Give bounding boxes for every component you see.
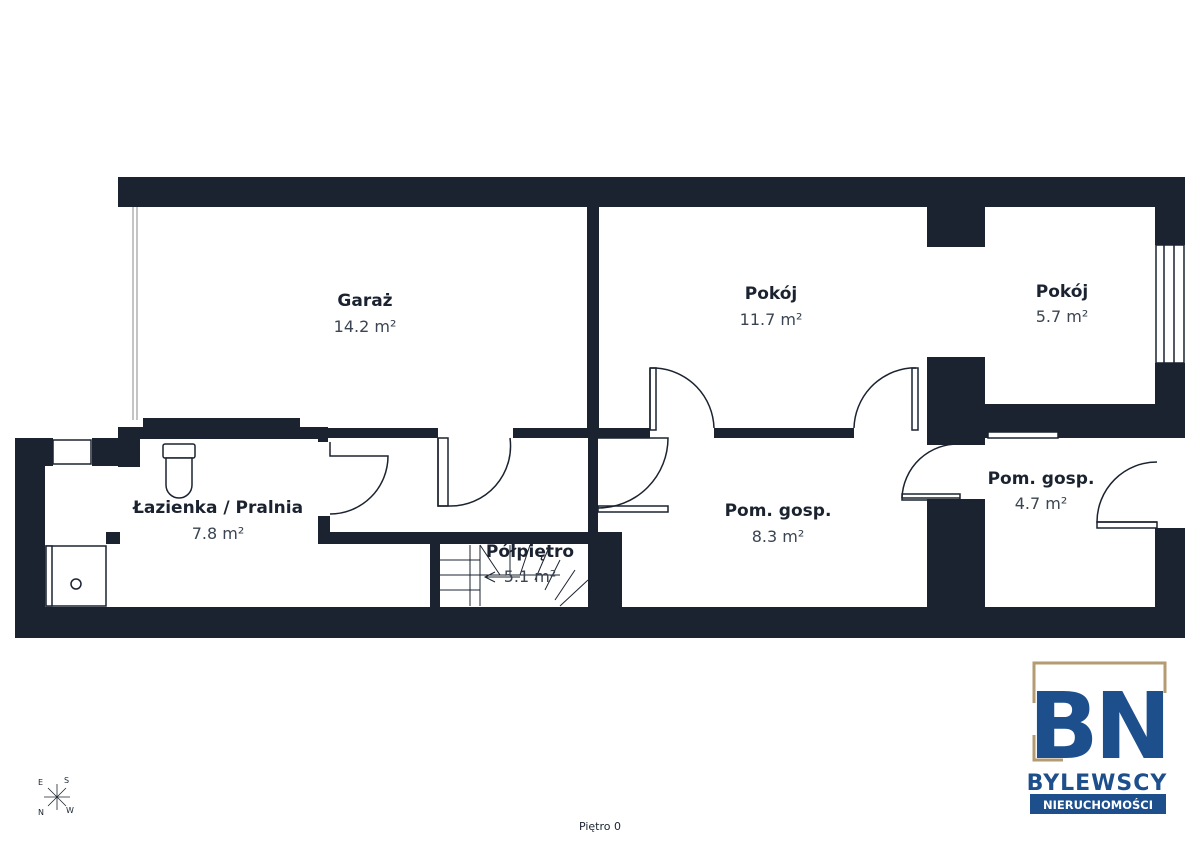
bath-window	[52, 439, 92, 465]
window	[1155, 244, 1185, 364]
room-name-polpietro: Półpiętro	[486, 542, 574, 562]
compass-s: S	[64, 776, 69, 785]
room-name-pokoj-1: Pokój	[745, 284, 798, 304]
room-name-lazienka: Łazienka / Pralnia	[132, 498, 303, 518]
logo-line2: NIERUCHOMOŚCI	[1043, 797, 1153, 812]
floor-label: Piętro 0	[578, 820, 622, 833]
stairs	[440, 544, 589, 607]
small-window	[987, 431, 1059, 439]
room-area-pom-gosp-2: 4.7 m²	[1015, 494, 1068, 513]
compass-n: N	[38, 808, 44, 817]
company-logo: BN BYLEWSCY NIERUCHOMOŚCI	[1027, 661, 1172, 814]
logo-gold-frame-bottom	[1032, 735, 1063, 762]
garage-door	[132, 207, 138, 420]
walls	[15, 177, 1185, 638]
room-labels: Garaż 14.2 m² Pokój 11.7 m² Pokój 5.7 m²…	[132, 282, 1094, 586]
compass-rose: E S N W	[38, 776, 74, 817]
room-area-polpietro: 5.1 m²	[504, 567, 557, 586]
shower	[45, 545, 107, 607]
room-area-garaz: 14.2 m²	[334, 317, 397, 336]
room-name-pokoj-2: Pokój	[1036, 282, 1089, 302]
room-area-pokoj-1: 11.7 m²	[740, 310, 803, 329]
room-area-pokoj-2: 5.7 m²	[1036, 307, 1089, 326]
logo-line1: BYLEWSCY	[1027, 771, 1168, 796]
logo-gold-frame	[1032, 661, 1167, 703]
shower-tray	[106, 532, 120, 544]
doors	[329, 367, 1158, 529]
compass-w: W	[66, 806, 74, 815]
logo-monogram: BN	[1028, 673, 1167, 780]
room-name-garaz: Garaż	[337, 291, 392, 311]
toilet	[162, 443, 196, 499]
logo-bar	[1030, 794, 1166, 814]
compass-e: E	[38, 778, 43, 787]
room-area-lazienka: 7.8 m²	[192, 524, 245, 543]
room-name-pom-gosp-2: Pom. gosp.	[988, 469, 1095, 489]
room-name-pom-gosp-1: Pom. gosp.	[725, 501, 832, 521]
room-area-pom-gosp-1: 8.3 m²	[752, 527, 805, 546]
